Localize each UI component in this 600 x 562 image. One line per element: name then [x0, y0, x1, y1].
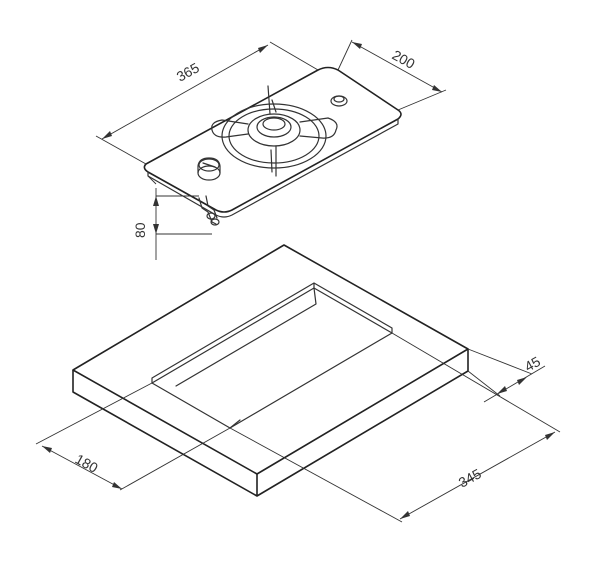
dim-cutout-width: 180 [35, 382, 231, 491]
pan-support-left-loop [211, 129, 249, 138]
dim-hob-length: 365 [95, 41, 319, 165]
burner-cap [256, 116, 292, 138]
dim-text-45: 45 [522, 353, 544, 375]
burner-cap-top [262, 117, 286, 131]
dim-text-80: 80 [132, 222, 148, 238]
gas-hob [143, 66, 402, 226]
pan-support-right-loop [299, 129, 337, 139]
cutout-frame [72, 244, 469, 497]
dim-hob-height: 80 [132, 175, 212, 260]
dim-frame-thickness: 45 [467, 348, 546, 403]
dim-cutout-length: 345 [229, 332, 561, 523]
gas-connector [198, 195, 220, 226]
hob-top-plate [143, 66, 402, 213]
frame-top-outline [72, 244, 469, 475]
cutout-inner-walls [151, 282, 393, 429]
dim-text-200: 200 [390, 47, 418, 72]
frame-thickness [72, 349, 469, 497]
burner [211, 85, 338, 177]
cutout-opening [151, 287, 393, 429]
pan-support [211, 85, 338, 177]
dim-hob-width: 200 [337, 39, 447, 111]
burner-head [247, 113, 301, 147]
dim-text-180: 180 [73, 451, 101, 476]
dim-text-365: 365 [174, 59, 202, 84]
igniter-button [330, 95, 348, 107]
burner-drip-ring [221, 103, 327, 169]
control-knob [197, 157, 221, 181]
dim-text-345: 345 [456, 465, 484, 490]
